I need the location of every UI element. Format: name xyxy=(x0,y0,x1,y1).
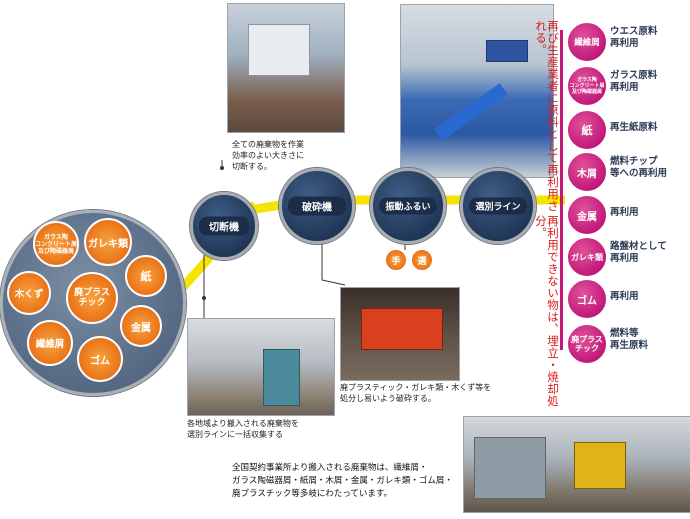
material-rubble: ガレキ類 xyxy=(84,218,132,266)
material-wood: 木くず xyxy=(7,271,51,315)
dispose-vertical-text: 再利用できない物は、埋立・焼却処分。 xyxy=(534,215,560,407)
node-sorting-line: 選別ライン xyxy=(460,168,536,244)
output-circle-fiber: 繊維屑 xyxy=(567,22,607,62)
output-row-rubble: ガレキ類 路盤材として 再利用 xyxy=(565,237,690,277)
photo-cutter-machine xyxy=(227,3,345,133)
photo-crusher xyxy=(340,287,460,381)
output-text-plastic: 燃料等 再生原料 xyxy=(610,328,649,351)
output-text-rubber: 再利用 xyxy=(610,291,639,302)
output-circle-rubble: ガレキ類 xyxy=(567,237,607,277)
bottom-caption: 全国契約事業所より搬入される廃棄物は、繊維屑・ ガラス陶磁器屑・紙屑・木屑・金属… xyxy=(232,463,453,499)
output-row-plastic: 廃プラス チック 燃料等 再生原料 xyxy=(565,324,690,364)
output-text-paper: 再生紙原料 xyxy=(610,122,658,133)
output-row-fiber: 繊維屑 ウエス原料 再利用 xyxy=(565,22,690,62)
output-text-glass: ガラス原料 再利用 xyxy=(610,70,658,93)
material-plastic: 廃プラス チック xyxy=(66,272,118,324)
output-text-rubble: 路盤材として 再利用 xyxy=(610,241,667,264)
cutter-caption: 全ての廃棄物を作業 効率のよい大きさに 切断する。 xyxy=(232,140,304,171)
output-row-metal: 金属 再利用 xyxy=(565,195,690,235)
output-circle-rubber: ゴム xyxy=(567,279,607,319)
photo-sorting-line xyxy=(400,4,554,178)
node-vibrating-screen: 振動ふるい xyxy=(370,168,446,244)
output-row-paper: 紙 再生紙原料 xyxy=(565,110,690,150)
output-text-metal: 再利用 xyxy=(610,207,639,218)
output-row-rubber: ゴム 再利用 xyxy=(565,279,690,319)
collect-caption: 各地域より搬入される廃棄物を 選別ラインに一括収集する xyxy=(187,419,299,439)
output-circle-plastic: 廃プラス チック xyxy=(567,324,607,364)
hand-sort-badge-1: 手 xyxy=(384,248,408,272)
crusher-leader xyxy=(321,230,346,286)
output-circle-glass: ガラス陶 コンクリート屑 及び陶磁器屑 xyxy=(567,66,607,106)
output-circle-metal: 金属 xyxy=(567,195,607,235)
output-circle-paper: 紙 xyxy=(567,110,607,150)
hand-sort-badge-2: 選 xyxy=(410,248,434,272)
output-text-fiber: ウエス原料 再利用 xyxy=(610,26,658,49)
node-cutter: 切断機 xyxy=(190,192,258,260)
material-glass: ガラス陶 コンクリート屑 及び陶磁器屑 xyxy=(33,221,79,267)
photo-collect-yard xyxy=(187,318,335,416)
crusher-caption: 廃プラスティック・ガレキ類・木くず等を 処分し易いよう破砕する。 xyxy=(340,383,492,403)
output-circle-wood: 木屑 xyxy=(567,152,607,192)
material-paper: 紙 xyxy=(125,255,167,297)
photo-loader xyxy=(463,416,690,513)
output-bracket xyxy=(560,30,563,350)
material-fiber: 繊維屑 xyxy=(27,320,73,366)
output-row-glass: ガラス陶 コンクリート屑 及び陶磁器屑 ガラス原料 再利用 xyxy=(565,66,690,106)
output-text-wood: 燃料チップ 等への再利用 xyxy=(610,156,668,179)
node-crusher: 破砕機 xyxy=(279,168,355,244)
material-rubber: ゴム xyxy=(77,336,123,382)
output-row-wood: 木屑 燃料チップ 等への再利用 xyxy=(565,152,690,192)
material-metal: 金属 xyxy=(120,305,162,347)
recycle-vertical-text: 再び生産業者に原料として再利用される。 xyxy=(534,20,560,212)
